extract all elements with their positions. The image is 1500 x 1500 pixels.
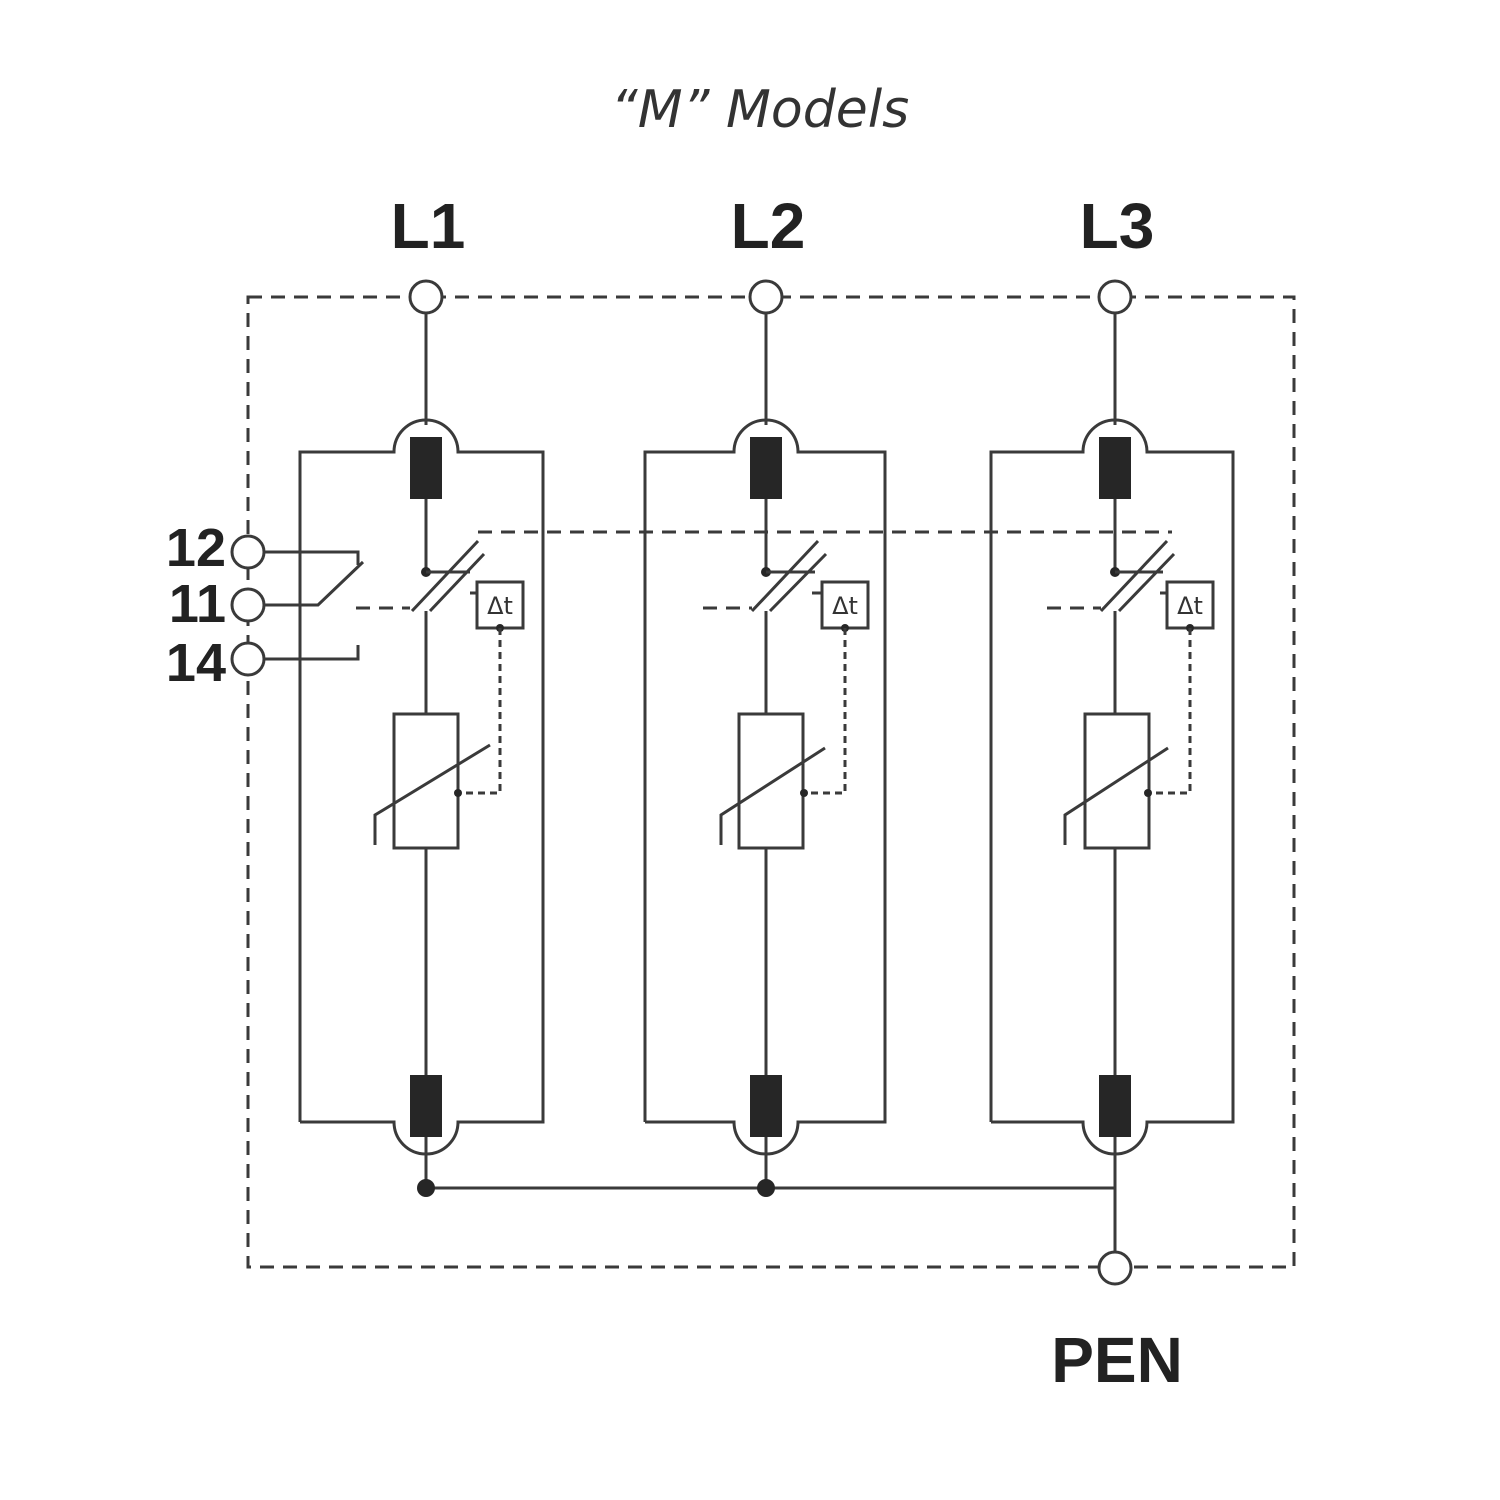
signal-terminal-label-12: 12 xyxy=(166,518,226,578)
protection-module-l3: Δt xyxy=(989,279,1235,1252)
signal-terminal-label-14: 14 xyxy=(166,633,226,693)
pen-bus xyxy=(417,1179,1133,1286)
signal-contact xyxy=(230,534,365,677)
pen-terminal xyxy=(1097,1250,1133,1286)
thermal-delay-label-l2: Δt xyxy=(832,592,858,620)
phase-label-l3: L3 xyxy=(1080,190,1155,262)
protection-module-l2: Δt xyxy=(643,279,887,1188)
outer-enclosure xyxy=(246,295,1296,1269)
protection-module-l1: Δt xyxy=(298,279,545,1188)
diagram-title: “M” Models xyxy=(611,80,910,140)
phase-label-l1: L1 xyxy=(391,190,466,262)
pen-label: PEN xyxy=(1051,1324,1183,1396)
signal-terminal-label-11: 11 xyxy=(169,574,226,634)
phase-label-l2: L2 xyxy=(731,190,806,262)
thermal-delay-label-l3: Δt xyxy=(1177,592,1203,620)
thermal-delay-label-l1: Δt xyxy=(487,592,513,620)
